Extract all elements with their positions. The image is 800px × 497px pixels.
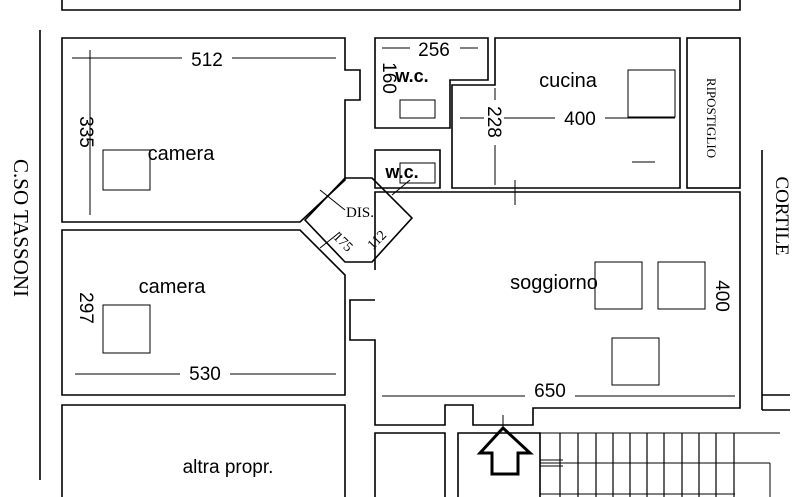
cucina-label: cucina	[539, 70, 598, 92]
outer-walls	[39, 0, 763, 480]
room-ripostiglio: RIPOSTIGLIO	[686, 37, 741, 189]
dis-dim-b: 112	[365, 228, 390, 253]
wc-1-width: 256	[418, 40, 450, 61]
wc-1-depth: 160	[378, 62, 399, 94]
cucina-depth: 228	[483, 106, 504, 138]
camera-1-width: 512	[191, 50, 223, 71]
soggiorno-width: 650	[534, 381, 566, 402]
street-label: C.SO TASSONI	[9, 159, 33, 297]
wc-2-label: w.c.	[384, 162, 418, 182]
camera-2-depth: 297	[75, 292, 96, 324]
room-wc-2: w.c.	[374, 149, 441, 189]
wc-1-label: w.c.	[394, 66, 428, 86]
camera-1-label: camera	[148, 143, 216, 165]
camera-1-depth: 335	[75, 116, 96, 148]
altra-propr-label: altra propr.	[183, 457, 274, 478]
room-cucina: 400 228 cucina	[451, 37, 681, 189]
room-altra-proprieta: altra propr.	[61, 404, 541, 497]
soggiorno-depth: 400	[711, 280, 732, 312]
soggiorno-label: soggiorno	[510, 272, 598, 294]
camera-2-width: 530	[189, 364, 221, 385]
cucina-width: 400	[564, 109, 596, 130]
room-camera-1: 512 335 camera	[61, 37, 361, 223]
room-camera-2: 530 297 camera	[61, 229, 346, 396]
room-wc-1: 256 160 w.c.	[374, 37, 489, 129]
room-soggiorno: 650 400 soggiorno	[349, 161, 741, 426]
camera-2-label: camera	[139, 276, 207, 298]
dis-dim-a: 175	[330, 230, 355, 255]
dis-label: DIS.	[346, 205, 374, 221]
ripostiglio-label: RIPOSTIGLIO	[704, 78, 719, 158]
courtyard-label: CORTILE	[771, 176, 792, 255]
arrow-up-icon	[476, 415, 534, 476]
room-disimpegno: DIS. 175 112	[303, 177, 414, 263]
staircase	[540, 394, 790, 497]
